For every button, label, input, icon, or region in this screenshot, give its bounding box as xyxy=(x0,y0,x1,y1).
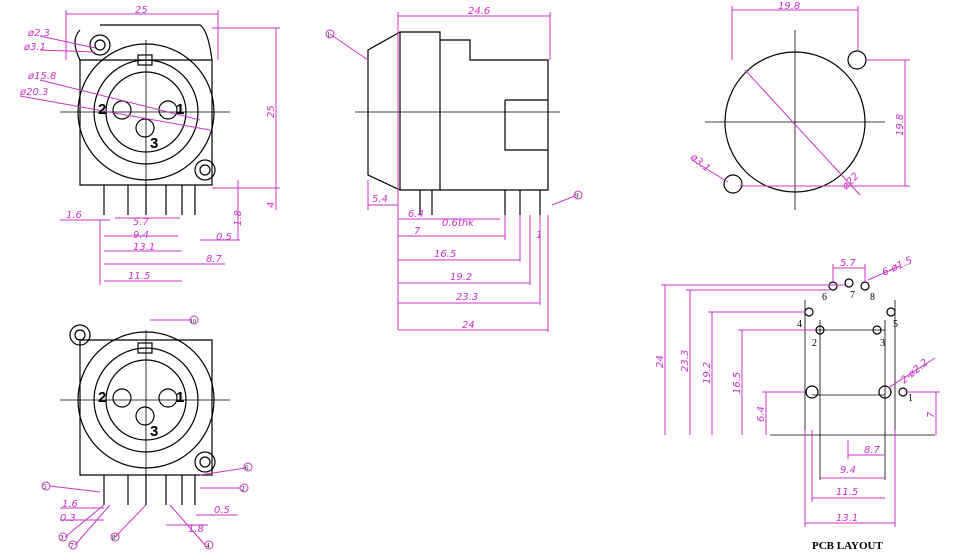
pcb-dim-5-7: 5.7 xyxy=(840,258,857,269)
callout-4: 4 xyxy=(206,542,210,550)
bottom-pin-3: 3 xyxy=(150,423,158,440)
pcb-hole-label-3: 3 xyxy=(880,338,885,349)
pcb-hole-3 xyxy=(872,325,882,335)
dim-1-6: 1.6 xyxy=(66,210,82,221)
dim-1: 1 xyxy=(536,230,542,241)
dim-5-7: 5.7 xyxy=(133,217,150,228)
pcb-dim-19-2: 19.2 xyxy=(702,362,713,384)
callout-1: 1 xyxy=(327,31,331,39)
dim-16-5: 16.5 xyxy=(434,249,456,260)
dim-1-8: 1.8 xyxy=(233,210,244,226)
pin-2-label: 2 xyxy=(98,101,106,118)
pcb-hole-2 xyxy=(815,325,825,335)
dim-23-3: 23.3 xyxy=(456,292,478,303)
pcb-hole-6 xyxy=(828,281,838,291)
bottom-dim-0-5: 0.5 xyxy=(214,505,230,516)
dim-19-2: 19.2 xyxy=(450,272,472,283)
callout-9: 9 xyxy=(575,192,579,200)
dim-small-hole: ø2.3 xyxy=(27,28,50,39)
dim-11-5: 11.5 xyxy=(128,271,150,282)
pcb-dim-small-holes: 6-ø1.5 xyxy=(881,255,915,278)
pcb-dim-11-5: 11.5 xyxy=(836,487,858,498)
callout-5: 5 xyxy=(43,483,47,491)
dim-foot: 4 xyxy=(266,202,277,208)
pcb-dim-23-3: 23.3 xyxy=(680,350,691,372)
pcb-layout-title: PCB LAYOUT xyxy=(812,540,883,552)
callout-7: 7 xyxy=(70,542,74,550)
callout-10: 10 xyxy=(190,319,196,325)
dim-width: 25 xyxy=(135,5,148,16)
dim-thk: 0.6thk xyxy=(442,218,475,229)
pcb-dim-7: 7 xyxy=(926,411,937,418)
dim-inner-diameter: ø15.8 xyxy=(27,71,56,82)
pcb-dim-24: 24 xyxy=(655,355,666,368)
pcb-dim-13-1: 13.1 xyxy=(836,513,858,524)
pcb-hole-label-6: 6 xyxy=(822,292,827,303)
side-view: 1 9 24.6 5.4 6.4 0.6thk 7 16.5 19.2 23.3… xyxy=(325,6,583,332)
dim-0-5: 0.5 xyxy=(216,232,232,243)
pcb-hole-label-8: 8 xyxy=(870,292,875,303)
dim-5-4: 5.4 xyxy=(372,194,388,205)
dim-outer-diameter: ø20.3 xyxy=(19,87,48,98)
pcb-hole-label-5: 5 xyxy=(893,319,898,330)
pcb-hole-8 xyxy=(860,281,870,291)
pin-1-label: 1 xyxy=(176,101,184,118)
pcb-layout: 5.7 6-ø1.5 2-ø2.2 24 23.3 19.2 16.5 6.4 … xyxy=(655,255,940,552)
callout-8: 8 xyxy=(112,534,116,542)
bottom-dim-1-6: 1.6 xyxy=(62,499,78,510)
pcb-dim-16-5: 16.5 xyxy=(732,372,743,394)
pcb-hole-label-7: 7 xyxy=(850,290,855,301)
pcb-hole-label-2: 2 xyxy=(812,338,817,349)
cutout-diagonal: ø22 xyxy=(840,171,862,193)
dim-7: 7 xyxy=(414,226,421,237)
dim-height: 25 xyxy=(266,105,277,118)
pcb-hole-big-right xyxy=(878,385,892,399)
pcb-hole-7 xyxy=(844,278,854,288)
callout-2: 2 xyxy=(241,485,245,493)
cutout-width: 19.8 xyxy=(778,1,800,12)
pcb-hole-4 xyxy=(804,307,814,317)
bottom-dim-1-8: 1.8 xyxy=(188,524,204,535)
bottom-view: 10 6 2 5 3 7 8 4 2 1 3 1.6 0.3 0.5 1.8 xyxy=(41,315,253,550)
pcb-dim-8-7: 8.7 xyxy=(864,445,881,456)
pcb-hole-big-left xyxy=(805,385,819,399)
cutout-hole: ø3.1 xyxy=(687,151,712,174)
dim-24-6: 24.6 xyxy=(468,6,490,17)
dim-13-1: 13.1 xyxy=(133,242,155,253)
pin-3-label: 3 xyxy=(150,135,158,152)
dim-9-4: 9.4 xyxy=(133,230,149,241)
dim-8-7: 8.7 xyxy=(206,254,223,265)
pcb-hole-label-4: 4 xyxy=(797,319,802,330)
pcb-dim-9-4: 9.4 xyxy=(840,465,856,476)
callout-6: 6 xyxy=(245,464,249,472)
bottom-pin-1: 1 xyxy=(176,389,184,406)
pcb-hole-label-1: 1 xyxy=(908,393,913,404)
dim-6-4: 6.4 xyxy=(408,209,424,220)
pcb-dim-6-4: 6.4 xyxy=(756,406,767,422)
front-view: 25 25 4 ø2.3 ø3.1 ø15.8 ø20.3 2 1 3 1.6 … xyxy=(19,5,280,285)
callout-3: 3 xyxy=(60,534,64,542)
bottom-dim-0-3: 0.3 xyxy=(60,513,76,524)
dim-hole: ø3.1 xyxy=(23,42,46,53)
dim-24: 24 xyxy=(462,320,475,331)
panel-cutout: 19.8 19.8 ø3.1 ø22 xyxy=(687,1,910,210)
bottom-pin-2: 2 xyxy=(98,389,106,406)
pcb-hole-5 xyxy=(886,307,896,317)
pcb-dim-big-holes: 2-ø2.2 xyxy=(899,357,931,386)
cutout-height: 19.8 xyxy=(895,114,906,136)
